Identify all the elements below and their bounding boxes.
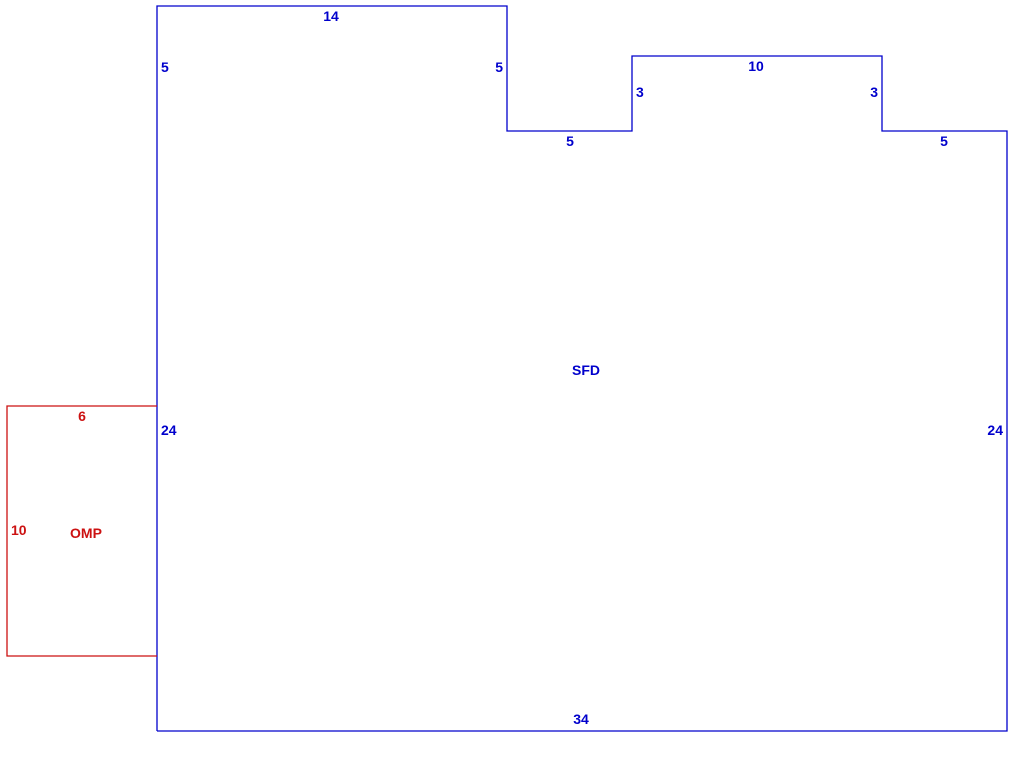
sfd-area-label: SFD [572, 362, 600, 378]
dim-notch-bottom-5: 5 [566, 133, 574, 149]
dim-bump-left-rise-3: 3 [636, 84, 644, 100]
omp-outline [6, 405, 157, 657]
dim-bump-top-10: 10 [748, 58, 764, 74]
sfd-outline [156, 5, 1008, 732]
dim-omp-top-6: 6 [78, 408, 86, 424]
dim-left-upper-5: 5 [161, 59, 169, 75]
dim-omp-left-10: 10 [11, 522, 27, 538]
dim-right-step-5: 5 [940, 133, 948, 149]
omp-area-label: OMP [70, 525, 102, 541]
dim-notch-left-drop-5: 5 [495, 59, 503, 75]
dim-bump-right-drop-3: 3 [870, 84, 878, 100]
dim-right-side-24: 24 [987, 422, 1003, 438]
dim-top-left-14: 14 [323, 8, 339, 24]
dim-left-side-24: 24 [161, 422, 177, 438]
dim-bottom-34: 34 [573, 711, 589, 727]
